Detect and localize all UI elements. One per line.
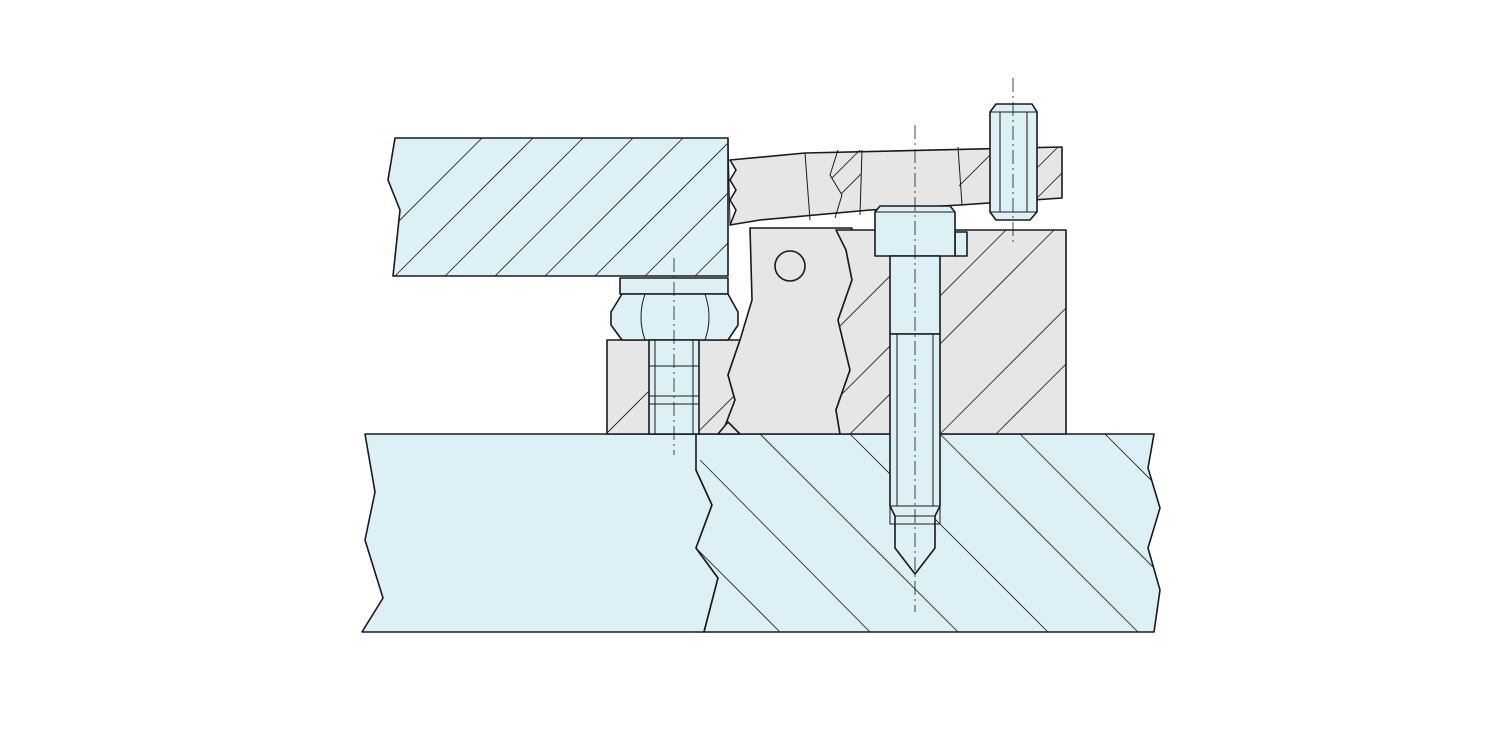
pivot-hole — [774, 250, 806, 282]
upper-workpiece — [387, 137, 729, 277]
clamp-lever — [727, 137, 1063, 226]
base-plate — [361, 433, 1161, 633]
cap-screw — [874, 125, 968, 612]
clamp-body-section — [835, 229, 1067, 435]
set-screw — [989, 78, 1038, 245]
clamp-body — [721, 227, 853, 435]
hex-nut-stud — [610, 258, 739, 455]
wedge-tip — [717, 421, 741, 435]
